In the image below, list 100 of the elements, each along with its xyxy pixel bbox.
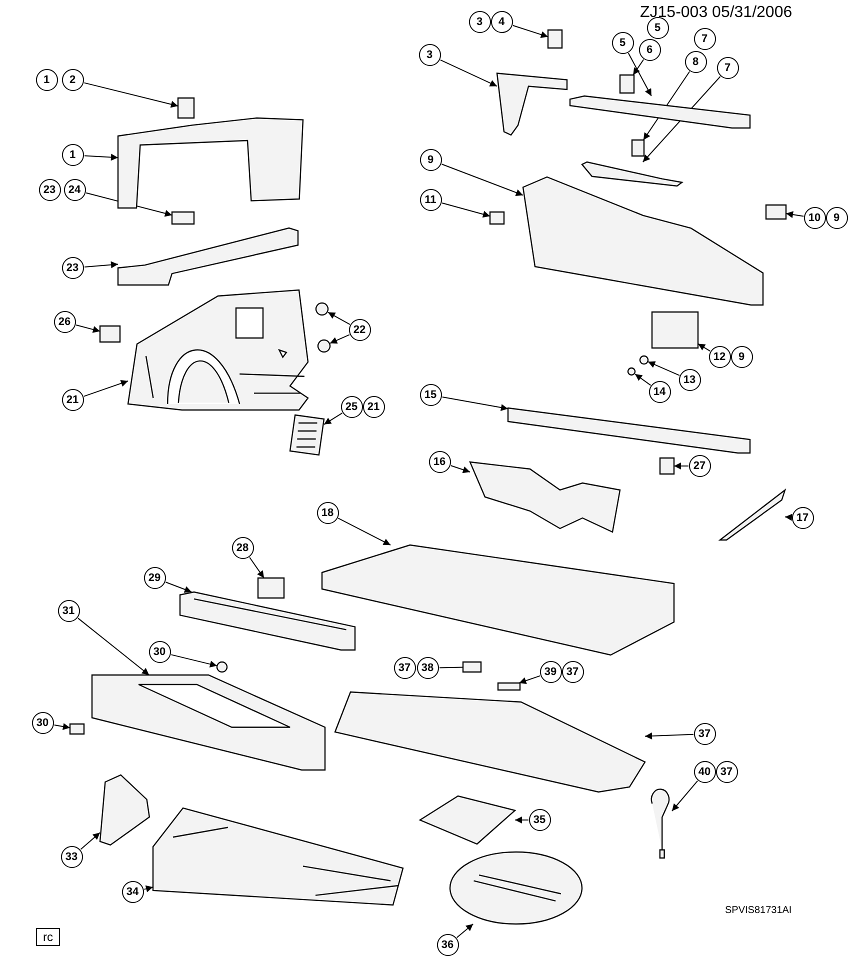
handle-cup-drawing xyxy=(652,312,698,348)
callout-number: 1 xyxy=(62,144,84,166)
leader-line xyxy=(84,82,178,108)
callout-number: 25 xyxy=(340,396,362,418)
callout-number: 14 xyxy=(648,380,670,402)
clip-drawing xyxy=(178,98,194,118)
storage-tray-drawing xyxy=(180,592,355,650)
callout-number: 10 xyxy=(804,206,826,228)
washer-drawing xyxy=(628,368,635,375)
callout-number: 40 xyxy=(694,760,716,782)
leader-line xyxy=(441,164,524,196)
cargo-net-drawing xyxy=(470,462,620,532)
illustration-number: SPVIS81731AI xyxy=(725,905,792,916)
callout-number: 7 xyxy=(716,56,738,78)
bar-drawing xyxy=(720,490,785,540)
callout-number: 24 xyxy=(64,178,86,200)
leader-line xyxy=(632,59,644,76)
leader-line xyxy=(338,518,391,546)
leader-line xyxy=(784,514,792,521)
leader-line xyxy=(80,832,100,850)
callout-number: 17 xyxy=(792,506,814,528)
callout-number: 31 xyxy=(58,600,80,622)
callout-number: 35 xyxy=(528,808,550,830)
hook-drawing xyxy=(650,790,672,858)
callout-number: 22 xyxy=(348,318,370,340)
callout-number: 3 xyxy=(418,44,440,66)
clip-drawing xyxy=(632,140,644,156)
leader-line xyxy=(54,723,70,730)
callout-number: 18 xyxy=(316,502,338,524)
callout-number: 37 xyxy=(562,660,584,682)
knob-drawing xyxy=(217,662,227,672)
clip-drawing xyxy=(548,30,562,48)
callout-number: 5 xyxy=(612,32,634,54)
leader-line xyxy=(648,361,680,376)
callout-number: 12 xyxy=(708,346,730,368)
callout-number: 9 xyxy=(420,148,442,170)
push-pin-drawing xyxy=(490,212,504,224)
leader-line xyxy=(440,59,498,87)
leader-line xyxy=(324,412,343,425)
callout-number: 30 xyxy=(32,712,54,734)
leader-line xyxy=(439,666,464,668)
callout-number: 28 xyxy=(232,536,254,558)
callout-number: 2 xyxy=(62,68,84,90)
leader-line xyxy=(83,380,128,397)
leader-line xyxy=(442,202,490,218)
leader-line xyxy=(786,211,804,218)
callout-number: 36 xyxy=(436,934,458,956)
callout-number: 16 xyxy=(428,450,450,472)
leader-line xyxy=(672,780,698,812)
leader-line xyxy=(442,396,508,411)
clip-drawing xyxy=(463,662,481,672)
card-drawing xyxy=(258,578,284,598)
callout-number: 27 xyxy=(688,454,710,476)
load-floor-drawing xyxy=(92,675,325,770)
leader-line xyxy=(78,618,150,676)
leader-line xyxy=(628,52,652,96)
leader-line xyxy=(456,924,474,938)
callout-number: 9 xyxy=(730,346,752,368)
callout-number: 34 xyxy=(122,880,144,902)
leader-line xyxy=(642,71,690,140)
sill-plate-drawing xyxy=(508,408,750,453)
push-pin-drawing xyxy=(316,303,328,315)
leader-line xyxy=(518,675,541,684)
leader-line xyxy=(512,25,548,38)
screw-drawing xyxy=(70,724,84,734)
floor-insulator-drawing xyxy=(153,808,403,905)
callout-number: 37 xyxy=(694,722,716,744)
pillar-trim-drawing xyxy=(497,70,567,135)
callout-number: 39 xyxy=(540,660,562,682)
sill-trim-drawing xyxy=(118,228,298,285)
wedge-panel-drawing xyxy=(100,775,152,845)
callout-number: 26 xyxy=(54,310,76,332)
callout-number: 9 xyxy=(826,206,848,228)
quarter-trim-drawing xyxy=(128,290,308,410)
bolt-drawing xyxy=(100,326,120,342)
leader-line xyxy=(84,154,118,161)
leader-line xyxy=(144,885,154,892)
leader-line xyxy=(450,465,470,474)
cargo-cover-drawing xyxy=(322,545,674,655)
leader-line xyxy=(170,654,218,668)
leader-line xyxy=(642,76,721,162)
clip-drawing xyxy=(620,75,634,93)
leader-line xyxy=(634,374,652,386)
callout-number: 11 xyxy=(420,188,442,210)
leader-line xyxy=(514,816,529,824)
mat-drawing xyxy=(420,796,515,844)
callout-number: 37 xyxy=(716,760,738,782)
leader-line xyxy=(330,334,350,344)
leader-line xyxy=(249,556,264,578)
callout-number: 23 xyxy=(62,256,84,278)
leader-line xyxy=(86,192,172,217)
leader-line xyxy=(644,732,694,740)
nut-drawing xyxy=(640,356,648,364)
callout-number: 23 xyxy=(38,178,60,200)
push-pin-drawing xyxy=(318,340,330,352)
callout-number: 29 xyxy=(144,566,166,588)
header-trim-drawing xyxy=(570,96,750,128)
callout-number: 13 xyxy=(678,368,700,390)
leader-line xyxy=(84,261,118,268)
callout-number: 1 xyxy=(36,68,58,90)
